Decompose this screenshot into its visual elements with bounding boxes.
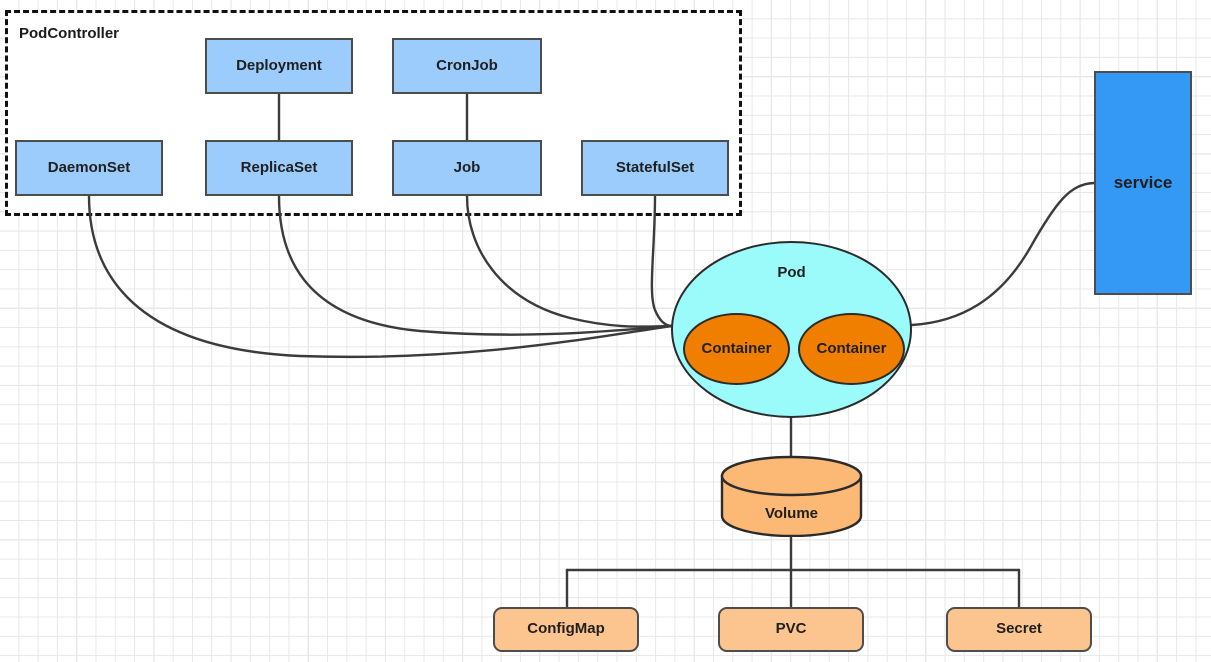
node-daemonset[interactable]: DaemonSet xyxy=(15,140,163,196)
node-job[interactable]: Job xyxy=(392,140,542,196)
node-pvc[interactable]: PVC xyxy=(718,607,864,652)
edge-replicaset-pod xyxy=(277,194,674,336)
node-service[interactable]: service xyxy=(1094,71,1192,295)
node-deployment[interactable]: Deployment xyxy=(205,38,353,94)
node-replicaset[interactable]: ReplicaSet xyxy=(205,140,353,196)
node-cronjob[interactable]: CronJob xyxy=(392,38,542,94)
volume-cylinder-shape xyxy=(720,455,863,538)
node-container-left[interactable]: Container xyxy=(683,313,790,385)
node-statefulset[interactable]: StatefulSet xyxy=(581,140,729,196)
node-secret[interactable]: Secret xyxy=(946,607,1092,652)
node-container-right[interactable]: Container xyxy=(798,313,905,385)
edge-pod-service xyxy=(910,181,1096,327)
node-configmap[interactable]: ConfigMap xyxy=(493,607,639,652)
pod-controller-label: PodController xyxy=(19,25,119,42)
edge-daemonset-pod xyxy=(87,194,674,359)
node-volume[interactable]: Volume xyxy=(719,455,864,538)
